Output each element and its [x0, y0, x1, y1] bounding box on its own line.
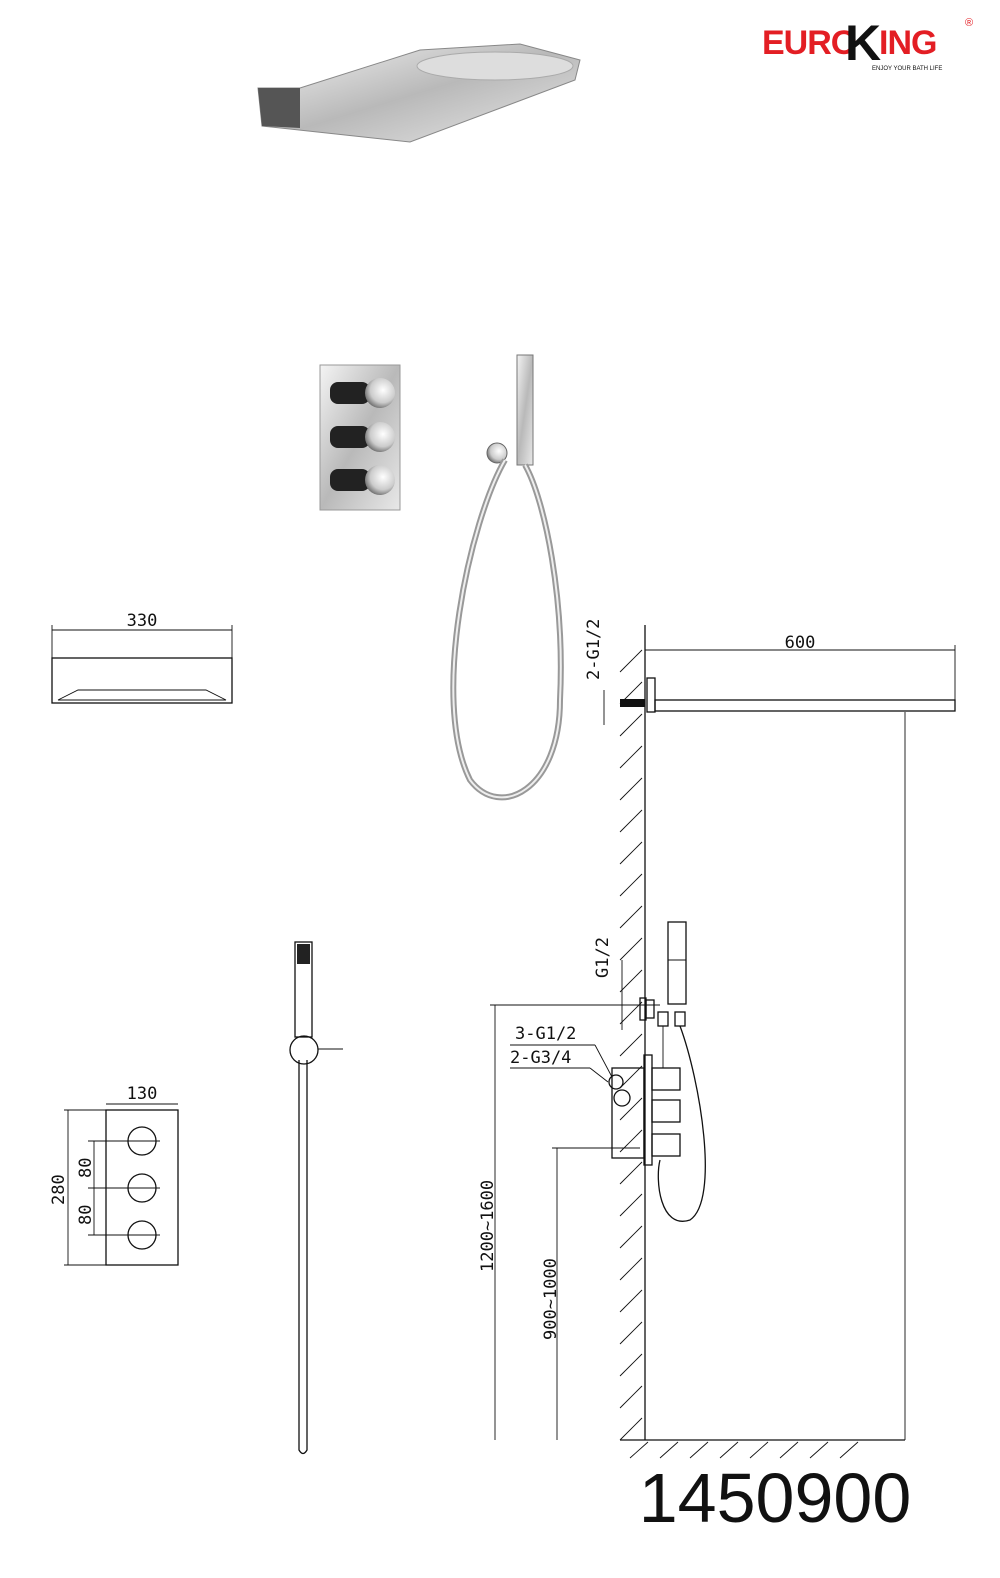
knob-spacing-1-label: 80 [76, 1158, 96, 1178]
hatch-line [689, 1441, 709, 1459]
hatch-line [619, 1321, 643, 1345]
logo-part-k: K [845, 18, 881, 71]
head-length-label: 600 [785, 633, 816, 653]
hand-shower-drawing [289, 941, 343, 1455]
logo-tagline: ENJOY YOUR BATH LIFE [872, 66, 942, 72]
hatch-line [619, 1225, 643, 1249]
registered-mark: ® [965, 18, 973, 29]
hatch-line [619, 777, 643, 801]
hatch-line [619, 905, 643, 929]
model-number: 1450900 [639, 1459, 912, 1537]
hatch-line [619, 1161, 643, 1185]
panel-height-label: 280 [49, 1174, 69, 1205]
hatch-line [619, 1065, 643, 1089]
hatch-line [619, 745, 643, 769]
hatch-line [619, 1193, 643, 1217]
hatch-line [619, 1033, 643, 1057]
wall-section [619, 625, 905, 1459]
hatch-line [619, 1289, 643, 1313]
hatch-line [619, 1353, 643, 1377]
rain-shower-head-image [257, 43, 581, 143]
thermostatic-mixer-image [319, 364, 401, 511]
hatch-line [809, 1441, 829, 1459]
hand-shower-image [450, 354, 564, 801]
hatch-line [839, 1441, 859, 1459]
hatch-line [619, 713, 643, 737]
hatch-line [719, 1441, 739, 1459]
hatch-line [619, 937, 643, 961]
hatch-line [779, 1441, 799, 1459]
euroking-logo: EURO K ING ® ENJOY YOUR BATH LIFE [762, 18, 973, 72]
hatch-line [619, 841, 643, 865]
mixer-outlets-label: 3-G1/2 [515, 1024, 576, 1044]
hatch-line [619, 1097, 643, 1121]
hatch-line [659, 1441, 679, 1459]
hatch-line [619, 1417, 643, 1441]
head-inlet-label: 2-G1/2 [584, 619, 604, 680]
hatch-line [749, 1441, 769, 1459]
logo-part-ing: ING [879, 24, 936, 62]
hatch-line [629, 1441, 649, 1459]
hatch-line [619, 1129, 643, 1153]
head-top-view: 330 [51, 611, 233, 704]
panel-width-label: 130 [127, 1084, 158, 1104]
hatch-line [619, 1257, 643, 1281]
head-width-label: 330 [127, 611, 158, 631]
logo-part-euro: EURO [762, 24, 857, 62]
hand-inlet-label: G1/2 [593, 937, 613, 978]
mixer-front-view: 130 280 80 80 [49, 1084, 179, 1266]
mixer-height-label: 1200~1600 [478, 1180, 498, 1272]
knob-spacing-2-label: 80 [76, 1205, 96, 1225]
hatch-line [619, 809, 643, 833]
lower-height-label: 900~1000 [541, 1258, 561, 1340]
mixer-side-view: G1/2 3-G1/2 2-G3/4 1200~1600 900~1000 [478, 921, 706, 1440]
head-side-view: 600 2-G1/2 [584, 619, 956, 1440]
hatch-line [619, 649, 643, 673]
hatch-line [619, 873, 643, 897]
hatch-line [619, 1001, 643, 1025]
hatch-line [619, 969, 643, 993]
mixer-inlets-label: 2-G3/4 [510, 1048, 571, 1068]
hatch-line [619, 1385, 643, 1409]
